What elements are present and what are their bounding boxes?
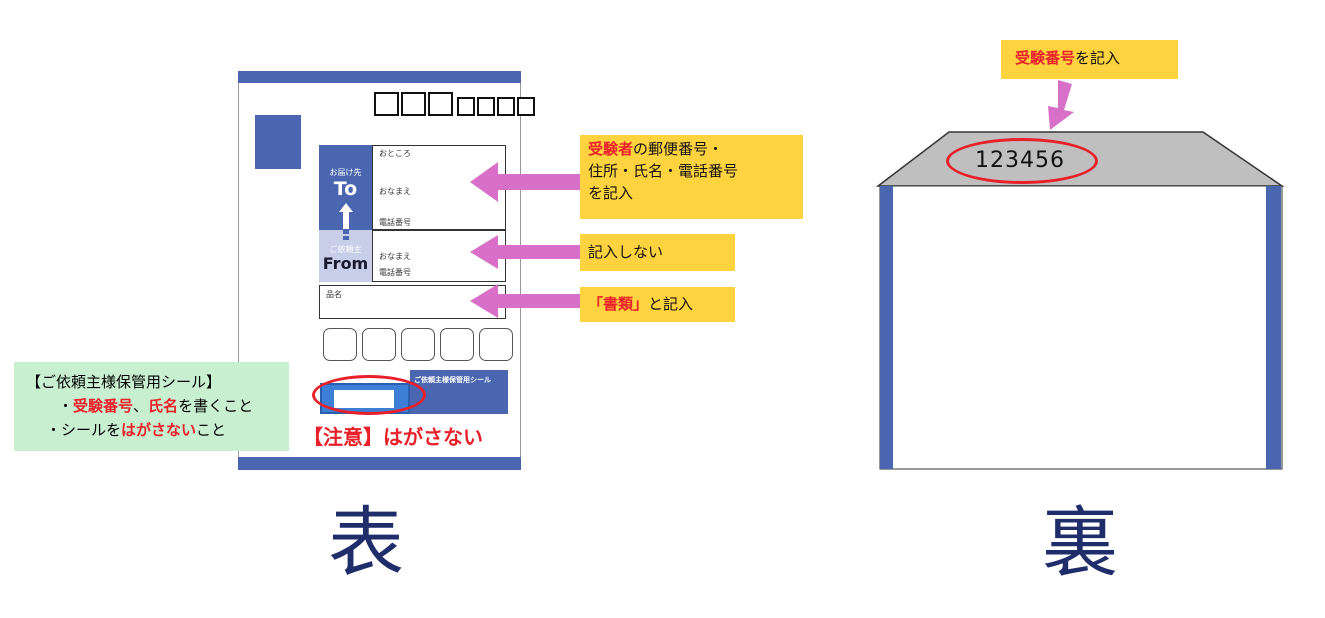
note-line-1: ・受験番号、氏名を書くこと xyxy=(58,397,254,415)
arrow-icon-to xyxy=(470,162,580,202)
green-note: 【ご依頼主様保管用シール】 ・受験番号、氏名を書くこと ・シールをはがさないこと xyxy=(14,362,289,451)
arrow-icon-item xyxy=(470,284,580,318)
to-label: To xyxy=(333,178,358,200)
back-envelope xyxy=(876,131,1285,470)
to-address-label: おところ xyxy=(379,149,411,158)
from-caption: ご依頼主 xyxy=(329,245,362,254)
rounded-slots xyxy=(323,328,513,361)
item-label: 品名 xyxy=(326,290,342,299)
seal-label: ご依頼主様保管用シール xyxy=(414,376,491,384)
front-character: 表 xyxy=(328,498,404,587)
back-character: 裏 xyxy=(1042,498,1118,587)
arrow-icon-from xyxy=(470,235,580,269)
back-number-highlight-ellipse xyxy=(946,138,1098,184)
postal-code-boxes xyxy=(374,92,535,116)
front-bottom-bar xyxy=(238,457,521,470)
to-phone-label: 電話番号 xyxy=(379,218,411,227)
note-title: 【ご依頼主様保管用シール】 xyxy=(26,373,222,391)
arrow-icon-back xyxy=(1048,80,1074,130)
from-name-label: おなまえ xyxy=(379,252,411,261)
seal-highlight-ellipse xyxy=(312,375,426,415)
up-arrow-icon xyxy=(339,203,353,212)
callout-back: 受験番号を記入 xyxy=(1001,40,1178,79)
front-top-bar xyxy=(238,71,521,83)
callout-to: 受験者の郵便番号・ 住所・氏名・電話番号 を記入 xyxy=(580,135,803,219)
to-label-panel: お届け先 To xyxy=(319,145,372,230)
from-label: From xyxy=(322,254,369,273)
from-phone-label: 電話番号 xyxy=(379,268,411,277)
callout-item: 「書類」と記入 xyxy=(580,287,735,322)
from-label-panel: ご依頼主 From xyxy=(319,230,372,282)
note-line-2: ・シールをはがさないこと xyxy=(46,421,227,439)
warning-text: 【注意】はがさない xyxy=(303,425,483,449)
callout-from: 記入しない xyxy=(580,234,735,271)
seal-label-panel: ご依頼主様保管用シール xyxy=(410,370,508,414)
to-caption: お届け先 xyxy=(329,168,362,177)
to-name-label: おなまえ xyxy=(379,187,411,196)
stamp-square xyxy=(255,115,301,169)
